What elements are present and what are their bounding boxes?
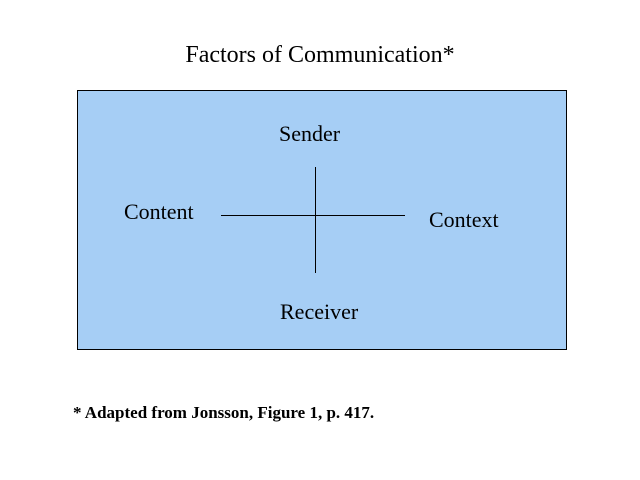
footnote: * Adapted from Jonsson, Figure 1, p. 417… <box>73 403 375 422</box>
horizontal-axis-line <box>221 215 405 216</box>
sender-label: Sender <box>279 121 341 146</box>
vertical-axis-line <box>315 167 316 273</box>
receiver-label: Receiver <box>280 299 359 324</box>
page-title: Factors of Communication* <box>185 42 455 68</box>
content-label: Content <box>124 199 194 224</box>
communication-diagram: Sender Content Context Receiver <box>77 90 567 350</box>
context-label: Context <box>429 207 499 232</box>
